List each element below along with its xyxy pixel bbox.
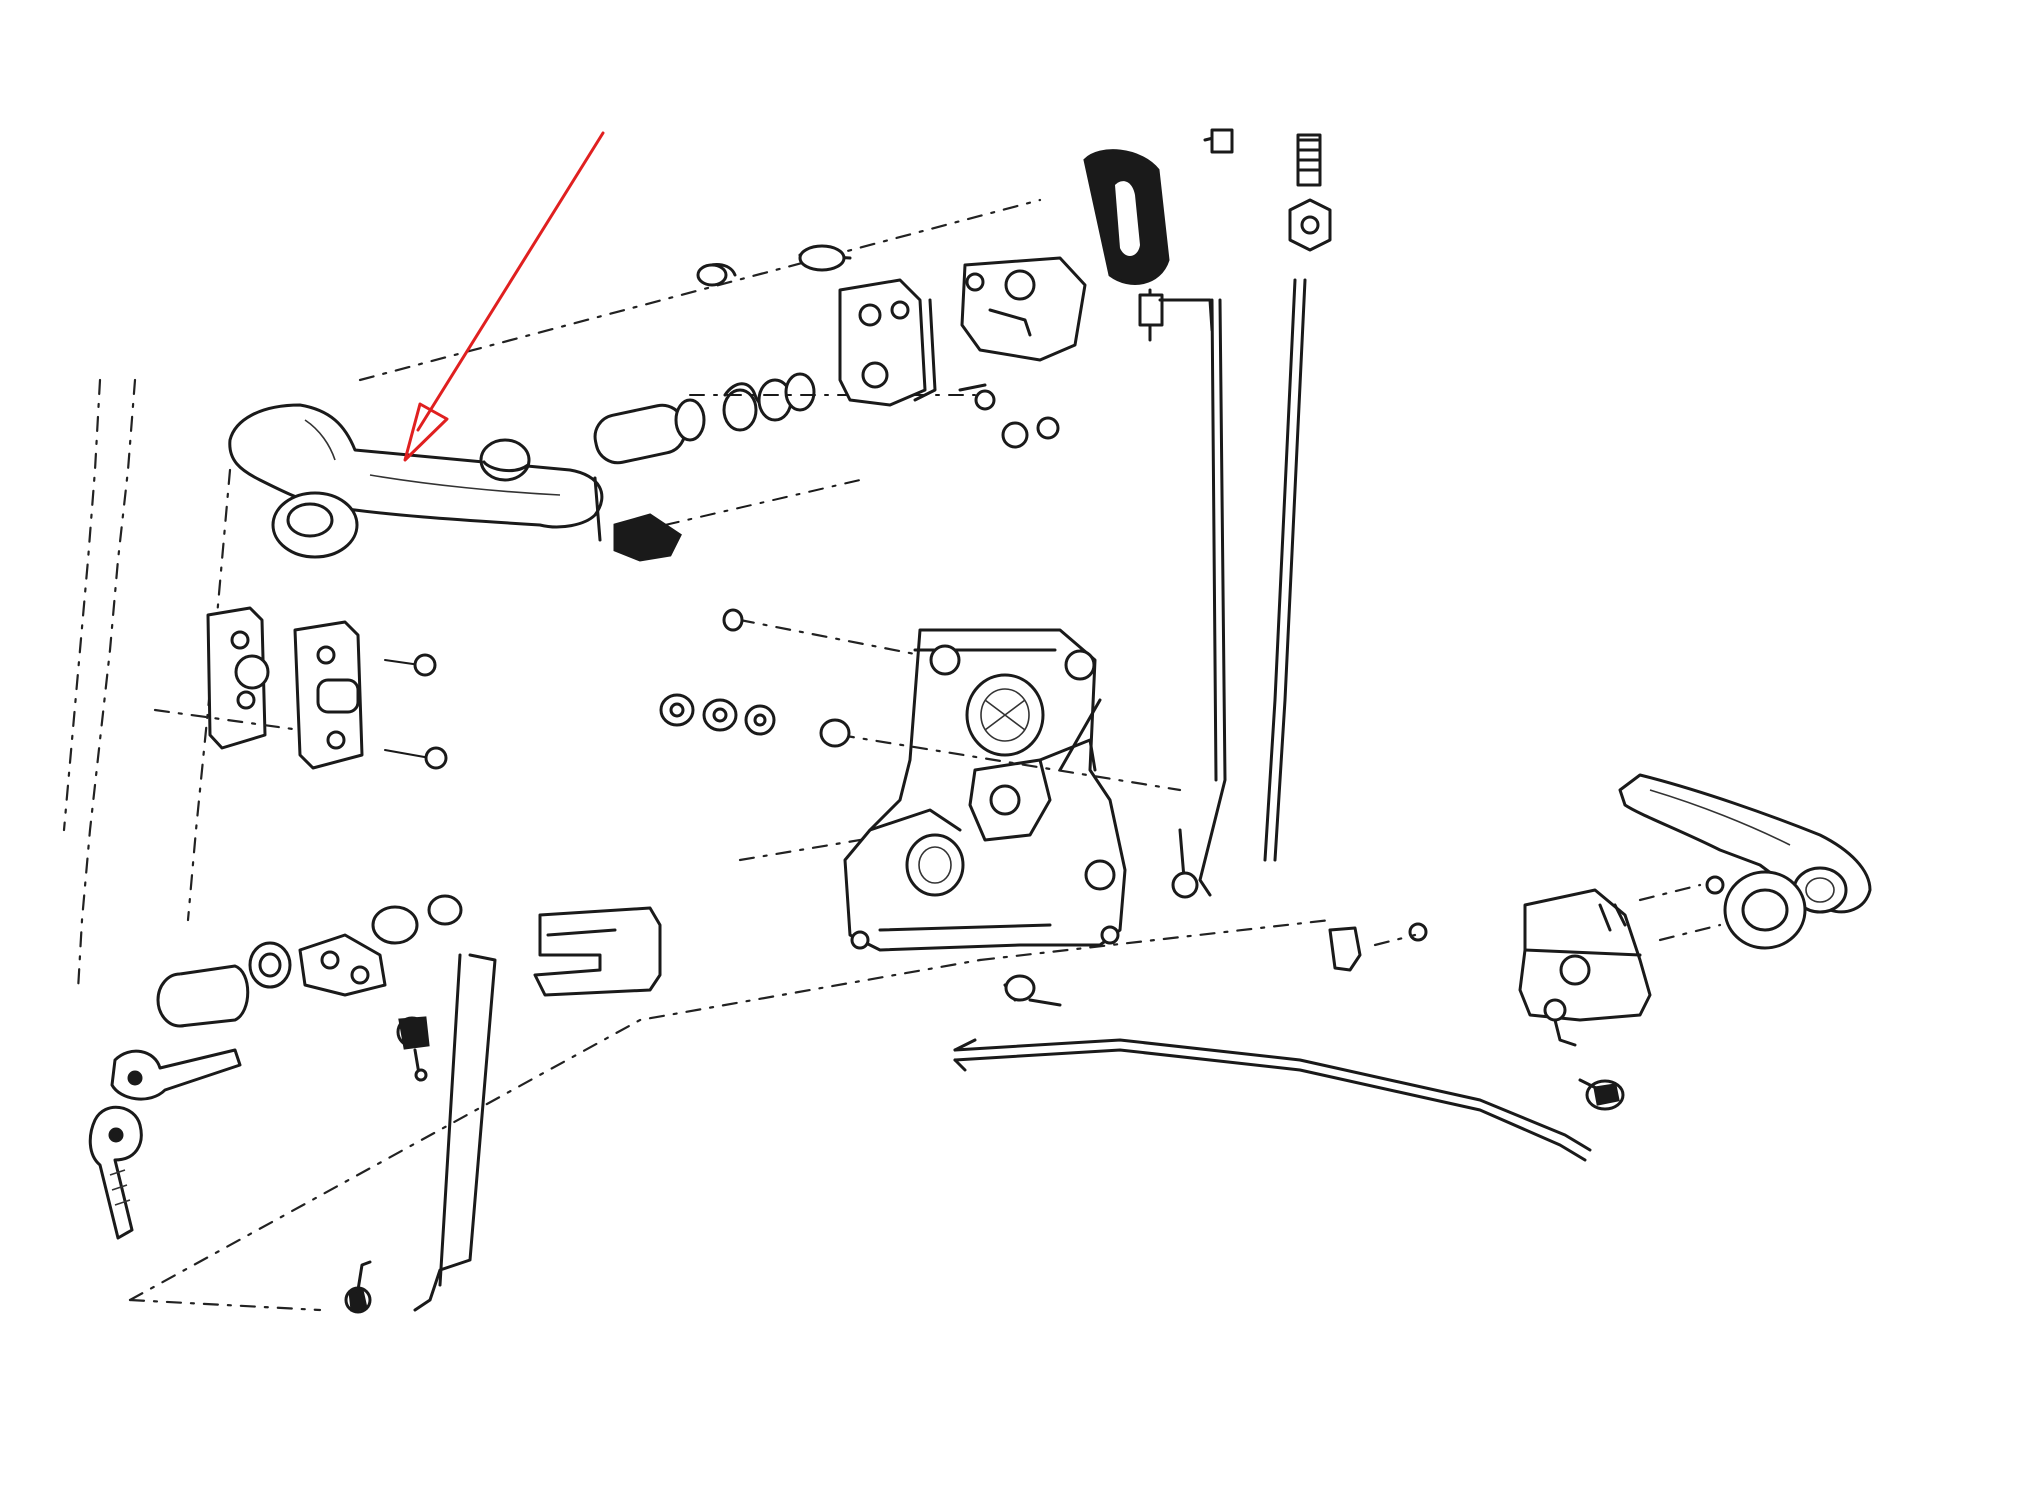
handle-pad bbox=[613, 479, 861, 562]
inside-handle bbox=[1618, 773, 1872, 914]
latch-rod-lower bbox=[128, 953, 497, 1314]
lock-small-parts bbox=[396, 1016, 430, 1082]
latch-lower-link bbox=[1003, 828, 1199, 1007]
remote-control-mechanism bbox=[1328, 883, 1722, 1111]
lock-cylinder bbox=[156, 894, 463, 1028]
striker-plate bbox=[960, 256, 1087, 362]
latch-washers bbox=[659, 608, 851, 748]
remote-control-rod bbox=[953, 1038, 1592, 1162]
inside-handle-escutcheon bbox=[1723, 870, 1807, 950]
handle-screws bbox=[689, 389, 1060, 449]
outside-door-handle bbox=[228, 403, 604, 559]
lock-knob-grommet bbox=[1083, 128, 1234, 342]
upper-latch-bracket bbox=[696, 244, 987, 407]
lock-retainer-clip bbox=[533, 906, 662, 997]
door-outline bbox=[62, 198, 1332, 1302]
handle-push-button bbox=[479, 438, 531, 482]
door-keys bbox=[88, 1048, 242, 1240]
handle-button-spring bbox=[593, 372, 816, 465]
door-latch-assembly bbox=[738, 618, 1182, 952]
callout-arrow bbox=[403, 131, 605, 462]
latch-rod-upper bbox=[1198, 298, 1227, 897]
lock-knob-bolt bbox=[1263, 133, 1332, 862]
handle-mounting-plates bbox=[153, 606, 448, 770]
